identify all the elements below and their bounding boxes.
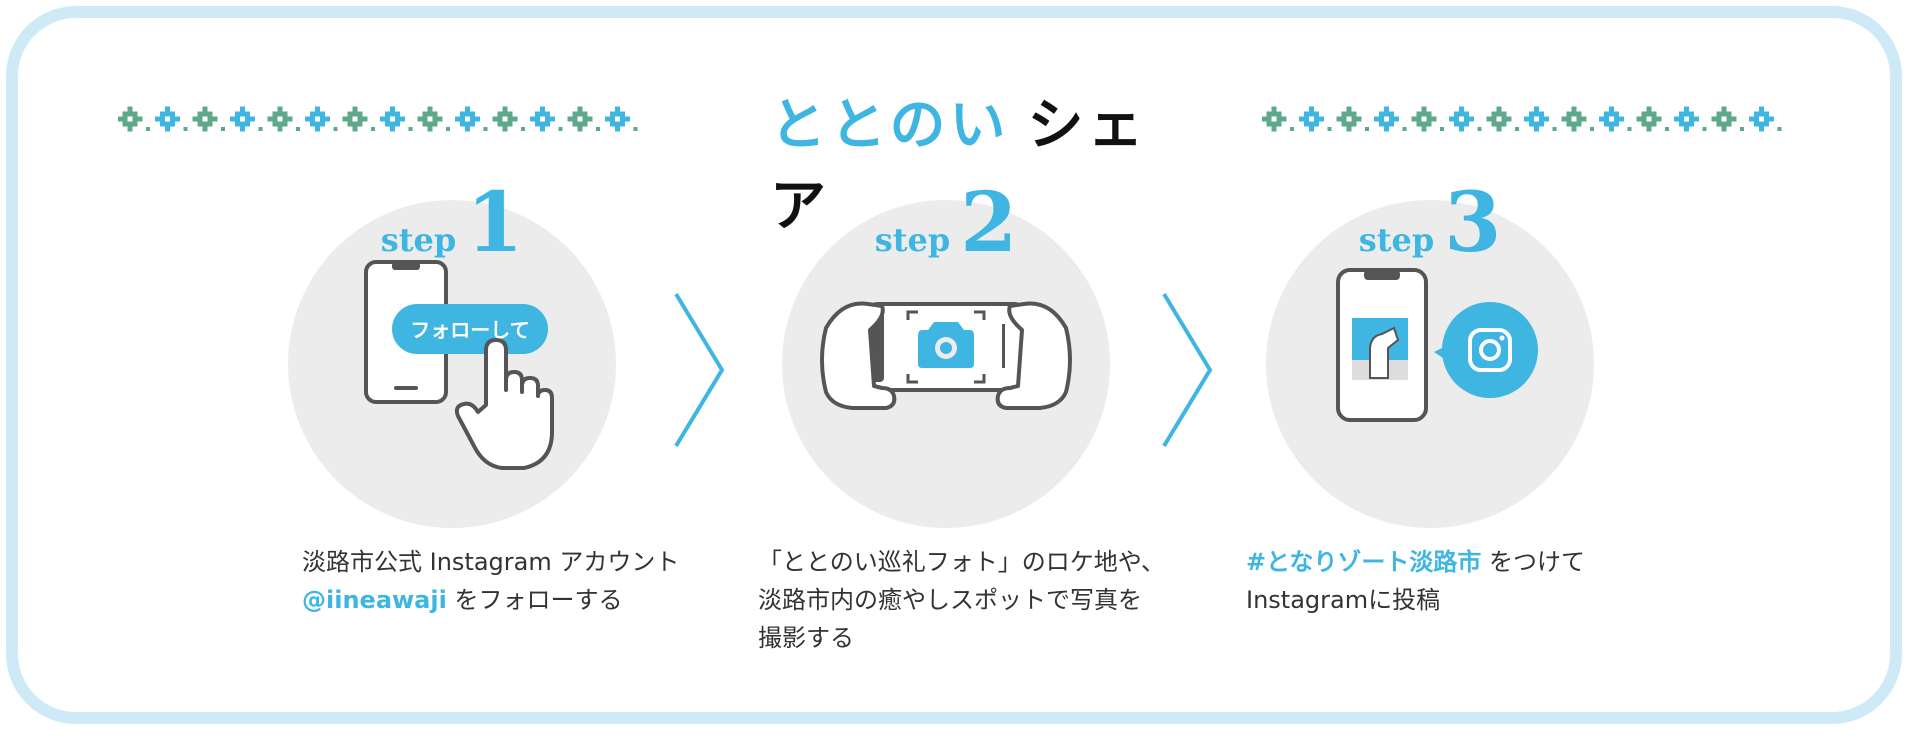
step-2-number: 2: [960, 175, 1018, 271]
smartphone-follow-icon: フォローして: [364, 260, 554, 470]
step-1-circle: [288, 200, 616, 528]
step-1-number: 1: [466, 175, 524, 271]
chevron-right-icon: [1162, 292, 1213, 448]
title-part-1: ととのい: [770, 93, 1010, 158]
right-pattern-decoration: [1262, 106, 1782, 132]
follow-button-label: フォローして: [410, 318, 529, 342]
hashtag: #となりゾート淡路市: [1246, 548, 1482, 576]
camera-phone-hands-icon: [820, 301, 1072, 410]
step-3-circle: [1266, 200, 1594, 528]
instagram-handle: @iineawaji: [302, 586, 447, 614]
step-2-caption: 「ととのい巡礼フォト」のロケ地や、 淡路市内の癒やしスポットで写真を 撮影する: [758, 548, 1166, 652]
chevron-right-icon: [674, 292, 725, 448]
left-pattern-decoration: [118, 106, 638, 132]
step-3-number: 3: [1444, 175, 1502, 271]
title-part-2: シェア: [770, 93, 1148, 239]
step-1-caption: 淡路市公式 Instagram アカウント @iineawaji をフォローする: [302, 548, 680, 614]
instagram-post-icon: [1336, 268, 1538, 422]
step-3-caption: #となりゾート淡路市 をつけて Instagramに投稿: [1246, 548, 1586, 614]
page-title: ととのいシェア: [770, 80, 1160, 239]
